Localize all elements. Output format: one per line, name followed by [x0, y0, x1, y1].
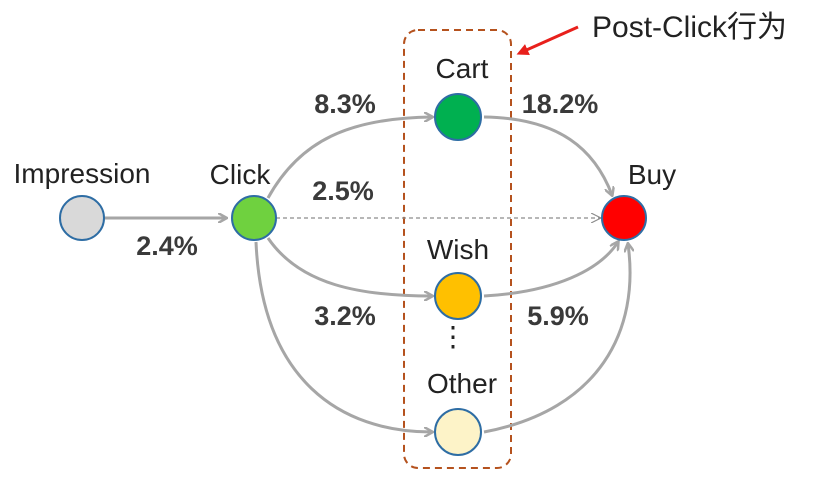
node-other [434, 408, 482, 456]
pct-impression-click: 2.4% [136, 231, 198, 261]
node-click [231, 195, 277, 241]
label-wish: Wish [427, 234, 489, 265]
node-buy [601, 195, 647, 241]
annotation-label: Post-Click行为 [592, 11, 787, 44]
node-impression [59, 195, 105, 241]
label-cart: Cart [436, 53, 489, 84]
label-impression: Impression [14, 158, 151, 189]
pct-click-buy: 2.5% [312, 176, 374, 206]
edge-other-buy [483, 244, 630, 434]
edge-click-wish [266, 237, 432, 296]
pct-cart-buy: 18.2% [522, 89, 599, 119]
edge-click-cart [266, 117, 432, 199]
edge-click-other [254, 241, 432, 432]
edge-wish-buy [483, 242, 618, 298]
pct-wish-other-buy: 5.9% [527, 301, 589, 331]
label-click: Click [210, 159, 272, 190]
edge-cart-buy [483, 115, 612, 195]
post-click-group-box [403, 29, 512, 469]
node-wish [434, 272, 482, 320]
more-behaviours-ellipsis: ⋮ [439, 321, 467, 352]
pct-click-wish-other: 3.2% [314, 301, 376, 331]
label-buy: Buy [628, 159, 676, 190]
node-cart [434, 93, 482, 141]
pct-click-cart: 8.3% [314, 89, 376, 119]
label-other: Other [427, 368, 497, 399]
annotation-arrow [516, 25, 579, 56]
